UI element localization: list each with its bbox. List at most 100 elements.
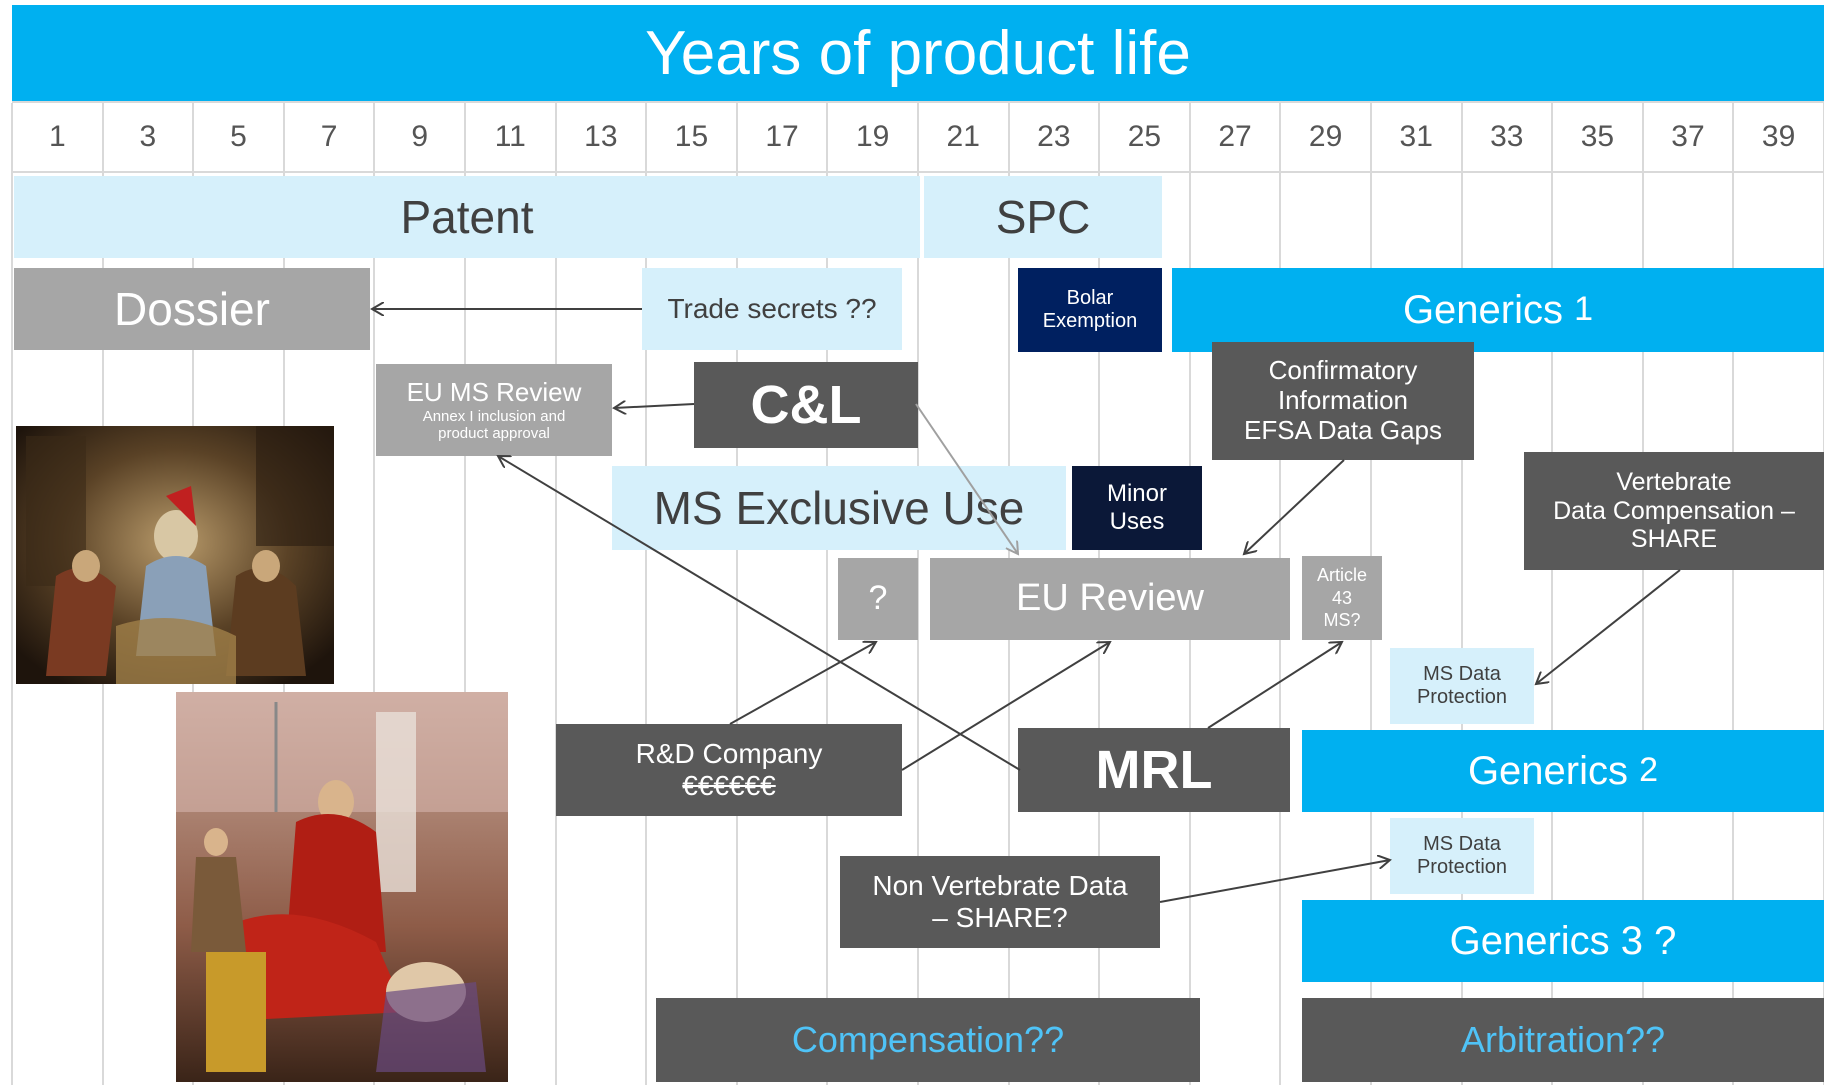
compensation-box: Compensation?? <box>656 998 1200 1082</box>
minor-uses-box: Minor Uses <box>1072 466 1202 550</box>
painting-crowd-scene <box>16 426 334 684</box>
arrow-cl-to-eu-ms-review <box>614 404 695 408</box>
arrow-rd-to-question <box>729 642 876 725</box>
confirmatory-information-box: Confirmatory Information EFSA Data Gaps <box>1212 342 1474 460</box>
minor-line-2: Uses <box>1109 508 1165 535</box>
eu-ms-review-title: EU MS Review <box>406 376 582 407</box>
grid-line <box>1460 103 1463 1085</box>
year-tick: 19 <box>855 120 890 153</box>
grid-line <box>826 103 829 1085</box>
arrow-cl-to-eu-review <box>915 403 1018 554</box>
year-tick: 39 <box>1761 120 1796 153</box>
generics-2-label: Generics <box>1467 749 1628 793</box>
grid-line <box>373 103 376 1085</box>
ms-data-protection-2-line-1: MS Data <box>1423 833 1501 855</box>
generics-2-box: Generics 2 <box>1302 730 1824 812</box>
generics-3-box: Generics 3 ? <box>1302 900 1824 982</box>
year-tick: 31 <box>1399 120 1433 153</box>
arbitration-box: Arbitration?? <box>1302 998 1824 1082</box>
year-tick: 37 <box>1671 120 1705 153</box>
grid-line <box>1641 103 1644 1085</box>
arrow-mrl-to-article-43 <box>1207 642 1342 729</box>
article-line-2: 43 <box>1331 587 1353 608</box>
eu-review-box: EU Review <box>930 558 1290 640</box>
confirmatory-line-3: EFSA Data Gaps <box>1244 414 1442 445</box>
dossier-box: Dossier <box>14 268 370 350</box>
minor-line-1: Minor <box>1106 480 1167 508</box>
year-tick: 9 <box>411 120 429 153</box>
ms-data-protection-1-line-1: MS Data <box>1423 663 1501 685</box>
year-tick: 5 <box>230 120 247 153</box>
arrow-rd-to-eu-review <box>901 642 1110 771</box>
year-tick: 1 <box>48 120 66 153</box>
eu-ms-review-box: EU MS Review Annex I inclusion and produ… <box>376 364 612 456</box>
year-tick: 3 <box>139 120 157 153</box>
rd-company-box: R&D Company €€€€€€ <box>556 724 902 816</box>
rd-line-2: €€€€€€ <box>682 770 776 801</box>
grid-line <box>11 103 13 1085</box>
year-tick: 21 <box>946 120 980 153</box>
nonvert-line-1: Non Vertebrate Data <box>872 869 1128 901</box>
eu-ms-review-sub-2: product approval <box>438 424 550 442</box>
arrow-nonvert-to-ms-data-protection <box>1159 860 1390 903</box>
spc-box: SPC <box>924 176 1162 258</box>
vertebrate-data-compensation-box: Vertebrate Data Compensation – SHARE <box>1524 452 1824 570</box>
article-line-1: Article <box>1316 565 1367 586</box>
grid-line <box>645 103 648 1085</box>
article-43-box: Article 43 MS? <box>1302 556 1382 640</box>
bolar-line-2: Exemption <box>1042 310 1138 332</box>
painting-throne-scene <box>176 692 508 1082</box>
grid-row-line <box>12 101 1824 103</box>
year-tick: 23 <box>1037 120 1071 153</box>
ms-data-protection-2-line-2: Protection <box>1416 856 1508 878</box>
ms-data-protection-box-1: MS Data Protection <box>1390 648 1534 724</box>
vertebrate-line-1: Vertebrate <box>1616 467 1732 496</box>
rd-line-1: R&D Company <box>635 737 823 769</box>
eu-ms-review-sub-1: Annex I inclusion and <box>422 407 566 425</box>
year-tick: 25 <box>1127 120 1162 153</box>
year-tick: 35 <box>1580 120 1615 153</box>
confirmatory-line-1: Confirmatory <box>1268 355 1418 386</box>
grid-line <box>464 103 466 1085</box>
grid-line <box>735 103 738 1085</box>
nonvert-line-2: – SHARE? <box>932 902 1068 933</box>
non-vertebrate-data-box: Non Vertebrate Data – SHARE? <box>840 856 1160 948</box>
year-tick: 29 <box>1308 120 1343 153</box>
year-tick: 27 <box>1218 120 1252 153</box>
arrow-confirmatory-to-eu-review <box>1244 459 1345 554</box>
question-box: ? <box>838 558 918 640</box>
bolar-exemption-box: Bolar Exemption <box>1018 268 1162 352</box>
year-tick: 33 <box>1490 120 1524 153</box>
ms-data-protection-1-line-2: Protection <box>1416 686 1508 708</box>
year-tick: 15 <box>674 120 709 153</box>
ms-data-protection-box-2: MS Data Protection <box>1390 818 1534 894</box>
generics-2-number: 2 <box>1639 751 1659 790</box>
diagram-title: Years of product life <box>12 5 1824 101</box>
grid-line <box>917 103 919 1085</box>
arrow-vertebrate-to-ms-data-protection <box>1536 569 1681 684</box>
generics-1-number: 1 <box>1574 290 1594 329</box>
bolar-line-1: Bolar <box>1066 287 1114 309</box>
article-line-3: MS? <box>1323 610 1361 631</box>
c-and-l-box: C&L <box>694 362 918 448</box>
grid-line <box>554 103 557 1085</box>
confirmatory-line-2: Information <box>1277 385 1409 416</box>
year-tick: 17 <box>765 120 799 153</box>
grid-row-line <box>12 171 1824 173</box>
patent-box: Patent <box>14 176 920 258</box>
vertebrate-line-2: Data Compensation – <box>1553 496 1795 525</box>
arrow-mrl-to-eu-ms-review <box>498 456 1021 771</box>
grid-line <box>1732 103 1735 1085</box>
mrl-box: MRL <box>1018 728 1290 812</box>
generics-1-box: Generics 1 <box>1172 268 1824 352</box>
year-tick: 7 <box>320 120 338 153</box>
year-tick: 11 <box>494 120 526 153</box>
grid-line <box>1551 103 1554 1085</box>
generics-1-label: Generics <box>1402 288 1563 332</box>
year-tick: 13 <box>584 120 618 153</box>
trade-secrets-box: Trade secrets ?? <box>642 268 902 350</box>
vertebrate-line-3: SHARE <box>1630 525 1718 554</box>
ms-exclusive-use-box: MS Exclusive Use <box>612 466 1066 550</box>
